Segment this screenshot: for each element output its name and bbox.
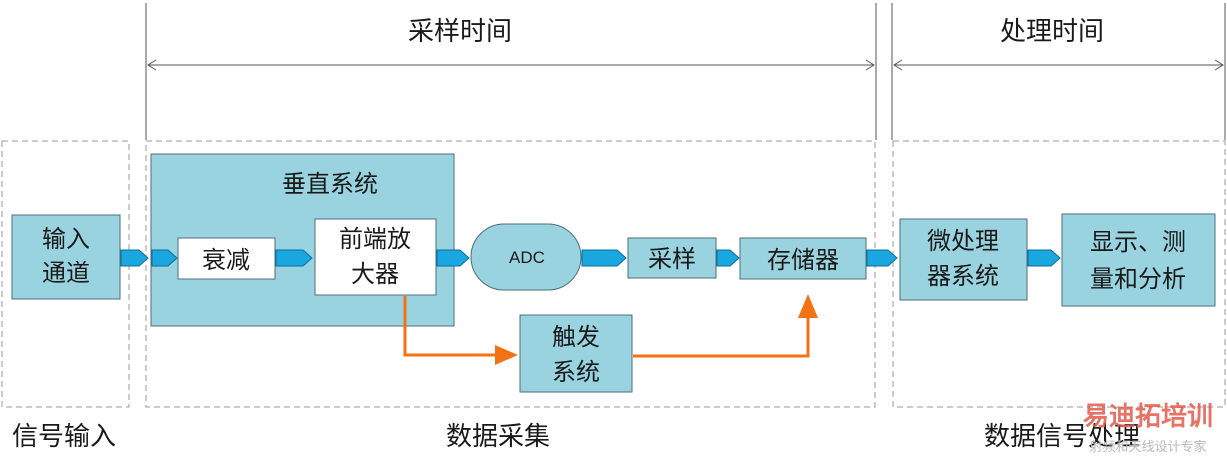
data-acquisition-section	[145, 140, 876, 408]
connector-arrow-2	[151, 249, 178, 267]
front-amplifier-label-2: 大器	[351, 260, 399, 288]
watermark-brand: 易迪拓培训	[1083, 402, 1213, 432]
trigger-system-label-1: 触发	[552, 323, 600, 351]
microprocessor-block	[899, 218, 1028, 301]
trigger-system-label-2: 系统	[552, 358, 600, 386]
adc-label: ADC	[509, 248, 545, 267]
sampling-time-span-arrow	[147, 59, 875, 71]
connector-arrow-3	[275, 249, 313, 267]
connector-arrow-4	[436, 249, 470, 267]
front-amplifier-label-1: 前端放	[339, 225, 411, 253]
trigger-path-in	[403, 296, 518, 365]
signal-input-section	[1, 140, 130, 408]
data-signal-processing-label: 数据信号处理	[984, 422, 1140, 452]
sampling-time-label: 采样时间	[408, 17, 512, 47]
vertical-system-label: 垂直系统	[282, 170, 378, 198]
adc-block	[470, 223, 582, 291]
display-analysis-label-1: 显示、测	[1090, 228, 1186, 256]
input-channel-label-1: 输入	[42, 225, 90, 253]
sampling-block	[627, 237, 717, 279]
data-processing-section	[892, 140, 1226, 408]
display-analysis-block	[1061, 213, 1216, 307]
front-amplifier-block	[314, 218, 437, 296]
memory-block	[739, 237, 867, 280]
signal-input-label: 信号输入	[12, 422, 116, 452]
microprocessor-label-1: 微处理	[927, 227, 999, 255]
sampling-label: 采样	[648, 245, 696, 273]
trigger-path-out	[633, 294, 818, 358]
input-channel-label-2: 通道	[42, 259, 90, 287]
input-channel-block	[11, 214, 121, 300]
attenuation-block	[177, 237, 276, 280]
watermark-tagline: 射频和天线设计专家	[1089, 439, 1206, 455]
memory-label: 存储器	[767, 246, 839, 274]
data-acquisition-label: 数据采集	[446, 422, 550, 452]
microprocessor-label-2: 器系统	[927, 262, 999, 290]
connector-arrow-5	[581, 249, 627, 267]
trigger-system-block	[519, 314, 633, 393]
attenuation-label: 衰减	[202, 246, 250, 274]
processing-time-span-arrow	[893, 59, 1224, 71]
processing-time-label: 处理时间	[1000, 17, 1104, 47]
display-analysis-label-2: 量和分析	[1090, 265, 1186, 293]
connector-arrow-7	[866, 249, 898, 267]
connector-arrow-8	[1027, 249, 1061, 267]
connector-arrow-6	[716, 249, 740, 267]
connector-arrow-1	[120, 249, 149, 267]
